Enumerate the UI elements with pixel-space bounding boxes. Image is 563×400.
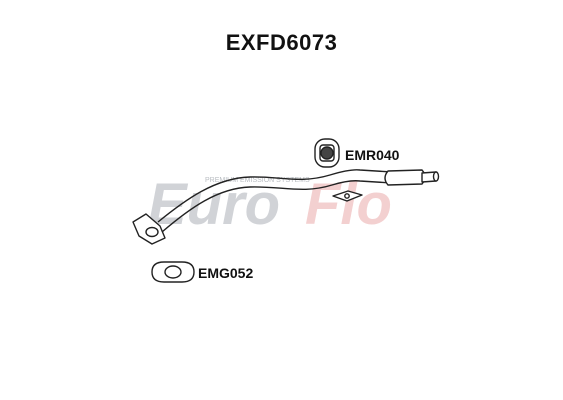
- pipe-inlet-opening: [145, 226, 159, 238]
- watermark-tagline: PREMIUM EMISSION SYSTEMS: [205, 177, 310, 184]
- pipe-resonator-box: [384, 169, 426, 186]
- mounting-rubber-code: EMR040: [345, 147, 400, 163]
- watermark-logo: Euro Flo PREMIUM EMISSION SYSTEMS: [148, 172, 392, 237]
- pipe-tube-lower: [161, 180, 393, 233]
- pipe-tube-upper: [157, 169, 393, 223]
- watermark-flo-text: Flo: [305, 172, 392, 237]
- gasket-code: EMG052: [198, 265, 254, 281]
- flange-gasket-icon: [151, 261, 195, 283]
- front-exhaust-pipe-icon: [132, 169, 440, 245]
- part-number-title: EXFD6073: [225, 30, 338, 55]
- rubber-mount-icon: [314, 138, 340, 168]
